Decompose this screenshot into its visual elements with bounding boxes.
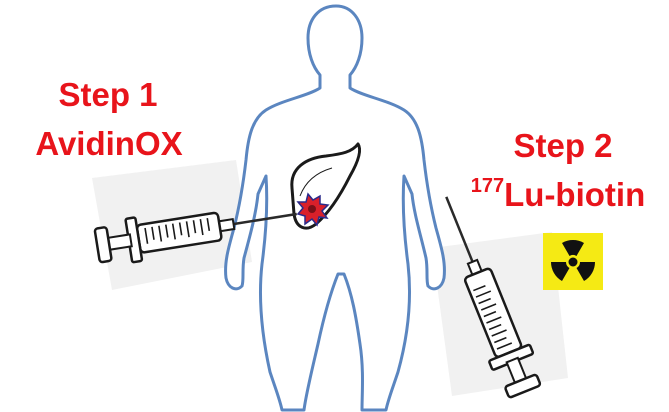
radiation-hazard-icon [543,233,603,290]
human-body-outline-icon [226,6,445,410]
step1-title: Step 1 [18,78,198,111]
step2-agent-label: 177Lu-biotin [452,178,664,211]
isotope-mass-number: 177 [471,175,504,197]
step2-agent-name: Lu-biotin [504,176,645,213]
step2-title: Step 2 [478,129,648,162]
step1-agent-label: AvidinOX [14,127,204,160]
